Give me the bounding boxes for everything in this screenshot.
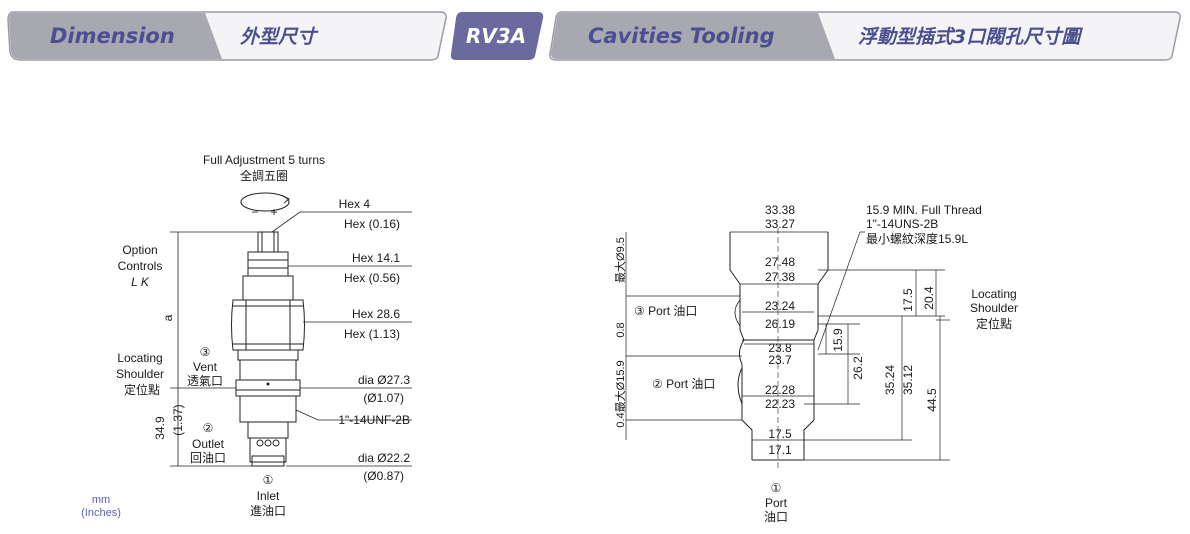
dia27-label: dia Ø27.3: [358, 373, 410, 387]
dim-2228: 22.28: [765, 383, 795, 397]
dim-v-3512: 35.12: [901, 365, 915, 395]
outlet-cn-label: 回油口: [190, 451, 226, 465]
dim-137-label: (1.37): [171, 404, 185, 435]
locating-label: Locating: [117, 351, 162, 365]
outlet-label: Outlet: [192, 437, 225, 451]
left-vert-top: 最大Ø9.5: [613, 237, 627, 283]
dim-v-3524: 35.24: [883, 365, 897, 395]
thread-spec-label: 1"-14UNS-2B: [866, 217, 938, 231]
minus-sign: −: [251, 205, 258, 219]
left-vert-bottom: 0.4最大Ø15.9: [613, 360, 627, 427]
locating-cn-label-right: 定位點: [976, 316, 1012, 331]
plus-sign: +: [270, 205, 277, 219]
outlet-number: ②: [203, 421, 214, 435]
port1-number: ①: [771, 481, 782, 495]
dim-v-445: 44.5: [925, 388, 939, 412]
dim-a-label: a: [161, 314, 175, 321]
dim-175: 17.5: [768, 427, 792, 441]
vent-label: Vent: [193, 360, 218, 374]
dim-v-204: 20.4: [922, 286, 936, 310]
right-dimension-lines: [625, 231, 950, 461]
shoulder-label: Shoulder: [116, 367, 164, 381]
thread-cn-label: 最小螺紋深度15.9L: [866, 231, 968, 246]
dimension-cn-label: 外型尺寸: [239, 26, 319, 48]
dim-v-262: 26.2: [851, 356, 865, 380]
port1-label: Port: [765, 496, 788, 510]
option-codes-label: L K: [131, 275, 150, 289]
inlet-number: ①: [263, 473, 274, 487]
locating-cn-label: 定位點: [124, 382, 160, 397]
dim-3338: 33.38: [765, 203, 795, 217]
units-mm-label: mm: [92, 494, 110, 506]
right-labels: 33.38 33.27 15.9 MIN. Full Thread 1"-14U…: [613, 203, 1018, 524]
dim-2324: 23.24: [765, 299, 795, 313]
model-label: RV3A: [466, 24, 526, 48]
dim-v-175: 17.5: [901, 288, 915, 312]
port2-label: ② Port 油口: [652, 377, 715, 391]
cavities-label: Cavities Tooling: [588, 24, 775, 48]
rotation-arrow-icon: [240, 192, 290, 212]
port1-cn-label: 油口: [764, 510, 788, 524]
left-labels: Full Adjustment 5 turns 全調五圈 − + Hex 4 H…: [81, 153, 410, 519]
thread-depth-label: 15.9 MIN. Full Thread: [866, 203, 982, 217]
vent-number: ③: [200, 345, 211, 359]
dim-2619: 26.19: [765, 317, 795, 331]
valve-outline-drawing: [231, 192, 305, 467]
adjustment-cn-label: 全調五圈: [240, 168, 288, 183]
dimension-tab: Dimension 外型尺寸: [7, 11, 447, 61]
dim-2738: 27.38: [765, 270, 795, 284]
hex14-inch-label: Hex (0.56): [344, 271, 400, 285]
dim-2223: 22.23: [765, 397, 795, 411]
header-banner: Dimension 外型尺寸 RV3A Cavities Tooling 浮動型…: [7, 11, 1181, 61]
inlet-label: Inlet: [257, 489, 280, 503]
units-inch-label: (Inches): [81, 507, 121, 519]
dim-237: 23.7: [768, 353, 792, 367]
locating-label-right: Locating: [971, 287, 1016, 301]
cavities-tab: Cavities Tooling 浮動型插式3口閥孔尺寸圖: [549, 11, 1181, 61]
controls-label: Controls: [118, 259, 163, 273]
dia22-inch-label: (Ø0.87): [363, 469, 404, 483]
dim-171: 17.1: [768, 443, 792, 457]
hex28-label: Hex 28.6: [352, 307, 400, 321]
dia27-inch-label: (Ø1.07): [363, 391, 404, 405]
hex4-inch-label: Hex (0.16): [344, 217, 400, 231]
dia22-label: dia Ø22.2: [358, 451, 410, 465]
inlet-cn-label: 進油口: [250, 504, 286, 518]
port3-label: ③ Port 油口: [634, 304, 697, 318]
option-label: Option: [122, 243, 157, 257]
dim-2748: 27.48: [765, 255, 795, 269]
model-badge: RV3A: [450, 12, 544, 60]
hex28-inch-label: Hex (1.13): [344, 327, 400, 341]
shoulder-label-right: Shoulder: [970, 301, 1018, 315]
dim-3327: 33.27: [765, 217, 795, 231]
dimension-label: Dimension: [50, 24, 175, 48]
left-leader-lines: [170, 211, 412, 467]
dim-349-label: 34.9: [153, 416, 167, 440]
dim-238: 23.8: [768, 341, 792, 355]
vent-cn-label: 透氣口: [187, 374, 223, 388]
hex14-label: Hex 14.1: [352, 251, 400, 265]
left-vert-08: 0.8: [615, 322, 627, 337]
dim-v-159: 15.9: [831, 328, 845, 352]
cavities-cn-label: 浮動型插式3口閥孔尺寸圖: [858, 26, 1083, 48]
thread-label: 1"-14UNF-2B: [338, 413, 410, 427]
hex4-label: Hex 4: [339, 197, 371, 211]
adjustment-label: Full Adjustment 5 turns: [203, 153, 325, 167]
